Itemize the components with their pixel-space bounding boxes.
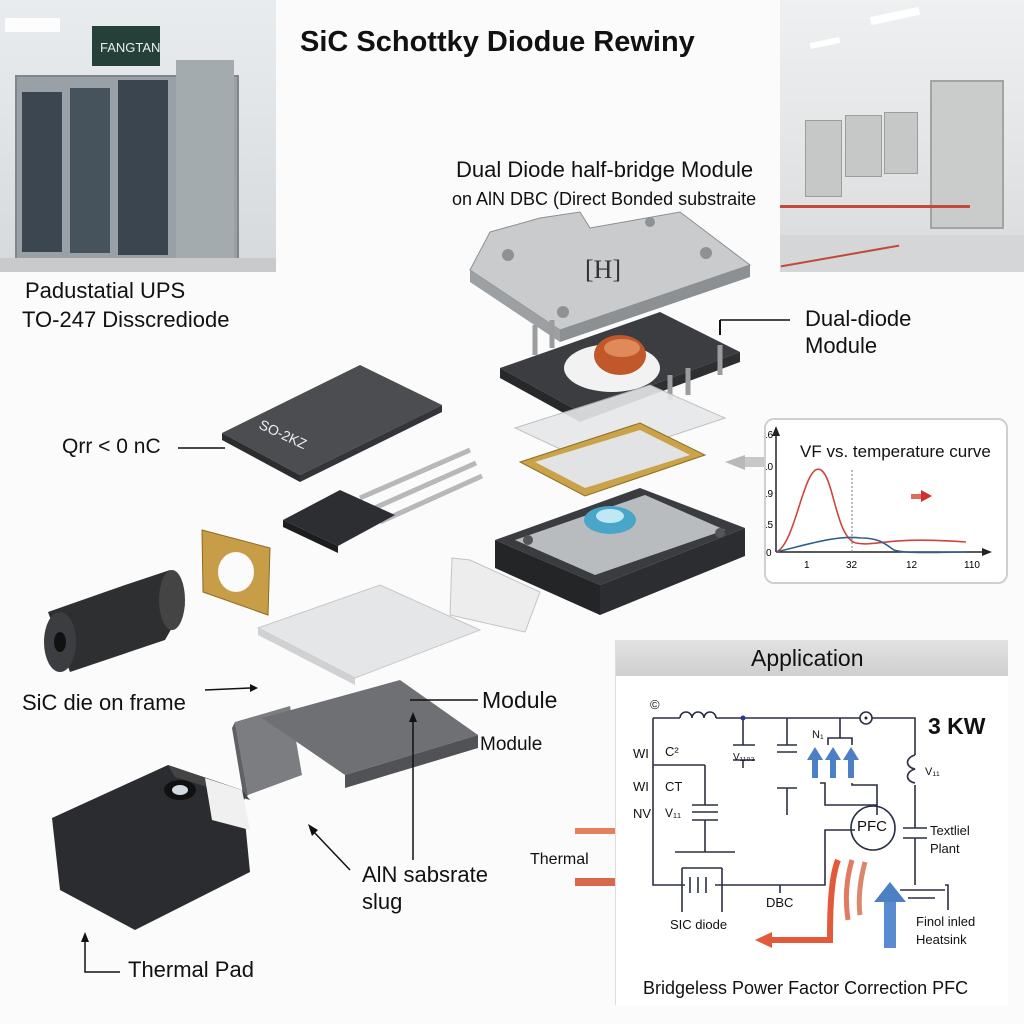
qrr-label: Qrr < 0 nC: [62, 435, 161, 458]
thermal-block: [52, 765, 250, 930]
airflow-arrows-icon: [807, 747, 906, 948]
grey-plate: [256, 584, 482, 679]
y-tick: 10: [766, 462, 774, 473]
aln-label: AlN sabsrate: [362, 862, 488, 887]
slug-label: slug: [362, 889, 403, 914]
white-pad: [449, 557, 541, 633]
circuit-c-top: ©: [650, 697, 660, 712]
x-tick: 32: [846, 560, 858, 571]
circuit-ct: CT: [665, 779, 683, 794]
circuit-vcap: V₁₁₀₃: [733, 752, 755, 763]
circuit-w1: WI: [633, 746, 649, 761]
x-tick: 12: [906, 560, 918, 571]
plant-label: Plant: [930, 841, 960, 856]
application-panel: Application: [615, 640, 1008, 1005]
pfc-block: [850, 805, 896, 851]
application-caption: Bridgeless Power Factor Correction PFC: [643, 978, 969, 998]
page-title: SiC Schottky Diodue Rewiny: [300, 26, 695, 58]
arrow-icon: [911, 494, 923, 499]
aln-plate: [262, 680, 478, 775]
circuit-c2: C²: [665, 744, 679, 759]
sic-diode-label: SIC diode: [670, 917, 728, 932]
cabinet-sign: FANGTAN: [100, 40, 161, 55]
sic-die-label: SiC die on frame: [22, 690, 186, 715]
resistor-coil-icon: [906, 754, 916, 784]
y-tick: 15: [766, 520, 774, 531]
circuit-vr: V₁₁: [925, 766, 940, 778]
x-tick: 1: [804, 560, 810, 571]
y-tick: 16: [766, 430, 774, 441]
thermal-pad-label: Thermal Pad: [128, 957, 254, 982]
circuit-nv: NV: [633, 806, 652, 821]
lid-logo: [H]: [585, 255, 621, 284]
dual-diode-module-label: Module: [805, 333, 878, 358]
ups-cabinet-photo: FANGTAN: [0, 0, 276, 272]
series-a-curve: [775, 468, 967, 553]
vf-chart: 16 10 19 15 0 1 32 12 110: [766, 426, 992, 571]
to247-label: TO-247 Disscrediode: [22, 307, 230, 332]
heatsink-label-2: Heatsink: [916, 932, 967, 947]
ups-label: Padustatial UPS: [25, 278, 186, 303]
circuit-n: N₁: [812, 729, 824, 741]
heat-flow-arrows-icon: [575, 828, 868, 948]
vf-chart-panel: 16 10 19 15 0 1 32 12 110 VF vs. tempera…: [764, 418, 1008, 584]
textile-label: Textliel: [930, 823, 970, 838]
y-tick: 0: [766, 548, 772, 559]
dbc-label: DBC: [766, 895, 794, 910]
thermal-label: Thermal: [530, 851, 589, 868]
x-tick: 110: [964, 560, 980, 571]
circuit-v1: V₁₁: [665, 806, 682, 820]
series-b-curve: [775, 536, 967, 554]
power-rating: 3 KW: [928, 713, 986, 739]
vf-chart-title: VF vs. temperature curve: [800, 442, 991, 461]
connector: [48, 570, 185, 672]
pfc-label: PFC: [857, 818, 887, 835]
module-title: Dual Diode half-bridge Module: [456, 157, 754, 182]
inductor-icon: [679, 711, 717, 719]
heatsink-label-1: Finol inled: [916, 914, 976, 929]
to247-package: [283, 490, 395, 546]
module-subtitle: on AlN DBC (Direct Bonded substraite: [452, 189, 757, 209]
circuit-w2: WI: [633, 779, 649, 794]
chip-plate: [222, 365, 442, 475]
application-header: [616, 640, 1008, 676]
electrical-room-photo: [780, 0, 1024, 272]
application-title: Application: [751, 645, 864, 671]
module-label-a: Module: [482, 687, 558, 713]
module-label-b: Module: [480, 734, 543, 755]
dual-diode-label: Dual-diode: [805, 306, 912, 331]
y-tick: 19: [766, 489, 774, 500]
